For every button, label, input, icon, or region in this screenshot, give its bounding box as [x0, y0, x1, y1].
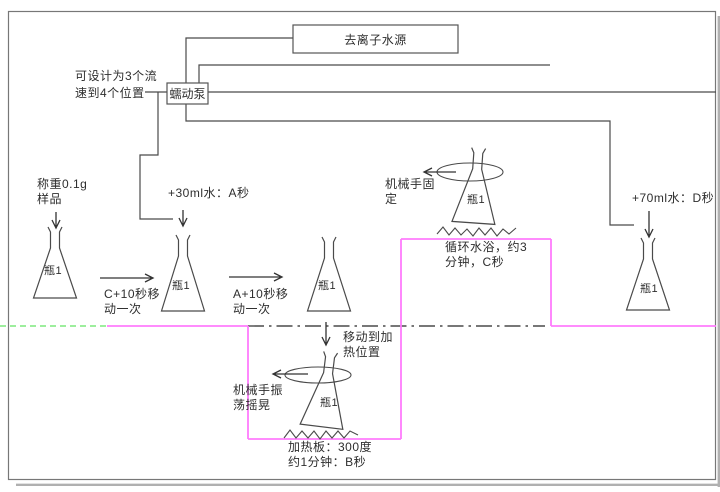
flasks	[32, 147, 671, 431]
water-source-box	[292, 24, 459, 54]
water-bath-line2: 分钟，C秒	[445, 255, 505, 269]
tube-to-position-d	[185, 103, 634, 226]
flask-heating	[299, 351, 344, 431]
heater-note-line2: 约1分钟：B秒	[288, 455, 367, 469]
weigh-note: 称重0.1g 样品	[37, 177, 87, 207]
flask-3-before-heat	[306, 236, 352, 312]
arrow-left-gripper-bath	[422, 167, 456, 177]
robot-fix-line2: 定	[385, 192, 398, 206]
heater-wave	[283, 429, 359, 440]
flask-2-label: 瓶1	[172, 280, 191, 292]
flask-3-label: 瓶1	[318, 280, 337, 292]
flask-heat-label: 瓶1	[320, 397, 339, 409]
design-note: 可设计为3个流 速到4个位置	[75, 68, 157, 102]
robot-fix-note: 机械手固 定	[385, 177, 435, 207]
arrow-down-weigh	[51, 212, 61, 230]
water-bath-zone	[400, 238, 552, 439]
move-a-line2: 动一次	[233, 302, 271, 316]
flask-1-weigh	[32, 226, 78, 299]
tube-to-position-a	[139, 92, 173, 220]
move-heat-line2: 热位置	[343, 345, 381, 359]
design-note-line2: 速到4个位置	[75, 86, 145, 100]
arrow-right-move-a	[229, 272, 284, 282]
tube-to-water-source	[185, 37, 293, 83]
flask-2-add-water	[160, 234, 206, 312]
move-a-note: A+10秒移 动一次	[233, 287, 288, 317]
water-source-label: 去离子水源	[344, 32, 407, 47]
flask-1-label: 瓶1	[44, 265, 63, 277]
heating-zone	[247, 326, 401, 440]
flask-4-final	[625, 237, 671, 311]
heater-note-line1: 加热板：300度	[288, 440, 373, 454]
arrow-down-to-heat	[321, 322, 331, 347]
move-c-line2: 动一次	[104, 302, 142, 316]
bath-wave	[436, 226, 517, 237]
page-frame	[7, 10, 720, 487]
robot-shake-line1: 机械手振	[233, 383, 284, 397]
arrow-right-move-c	[100, 273, 155, 283]
move-heat-note: 移动到加 热位置	[343, 330, 393, 360]
add-water-d-note: +70ml水：D秒	[632, 191, 715, 205]
arrow-down-add-d	[644, 211, 654, 239]
gripper-ring-heat	[284, 366, 352, 384]
design-note-line1: 可设计为3个流	[75, 69, 158, 83]
flow-arrows	[51, 167, 654, 379]
move-c-line1: C+10秒移	[104, 287, 161, 301]
wavy-symbols	[283, 226, 517, 440]
flask-4-label: 瓶1	[640, 283, 659, 295]
move-c-note: C+10秒移 动一次	[104, 287, 160, 317]
pump-label: 蠕动泵	[169, 87, 206, 101]
robot-fix-line1: 机械手固	[385, 177, 436, 191]
weigh-note-line2: 样品	[37, 192, 63, 206]
flask-water-bath	[451, 147, 496, 226]
flask-bath-label: 瓶1	[467, 194, 486, 206]
move-heat-line1: 移动到加	[343, 330, 394, 344]
move-a-line1: A+10秒移	[233, 287, 289, 301]
weigh-note-line1: 称重0.1g	[37, 177, 88, 191]
robot-shake-note: 机械手振 荡摇晃	[233, 383, 283, 413]
heater-note: 加热板：300度 约1分钟：B秒	[288, 440, 372, 470]
water-bath-line1: 循环水浴，约3	[445, 240, 528, 254]
arrow-left-gripper-shake	[271, 369, 308, 379]
water-bath-note: 循环水浴，约3 分钟，C秒	[445, 240, 527, 270]
arrow-down-add-a	[178, 210, 188, 228]
add-water-a-note: +30ml水：A秒	[168, 186, 250, 200]
robot-shake-line2: 荡摇晃	[233, 398, 271, 412]
tube-line-2	[198, 64, 550, 83]
pump-box	[166, 82, 209, 105]
pump-tubing	[139, 37, 716, 226]
